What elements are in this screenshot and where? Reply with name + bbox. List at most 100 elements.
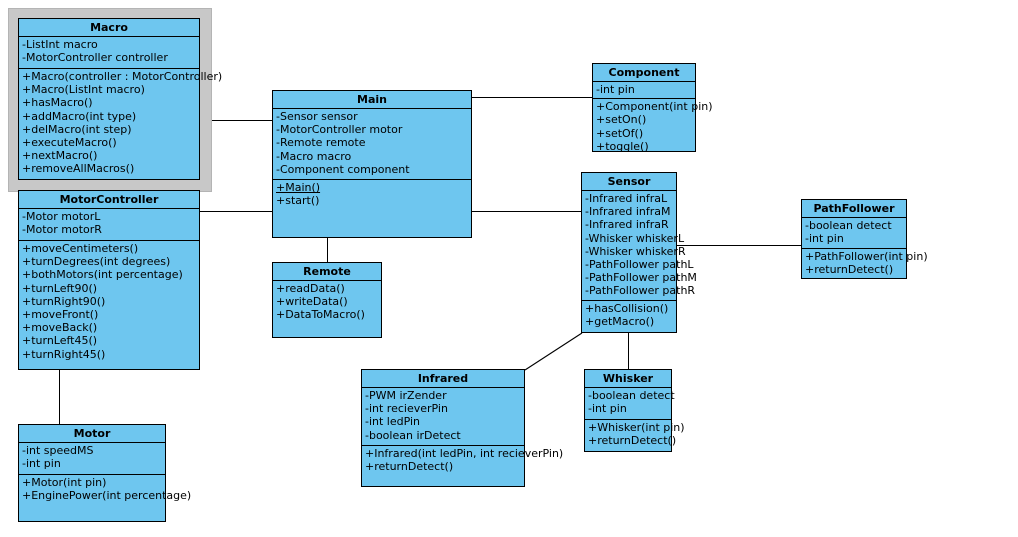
attribute-row: -Infrared infraL <box>585 192 668 205</box>
attribute-row: -Motor motorR <box>22 223 102 237</box>
class-title-macro: Macro <box>19 19 199 37</box>
operation-row: +Whisker(int pin) <box>588 421 685 434</box>
operation-row: +setOf() <box>596 126 644 140</box>
attribute-row: -Macro macro <box>276 149 352 163</box>
class-operations-infrared: +Infrared(int ledPin, int recieverPin)+r… <box>362 446 564 486</box>
operation-row: +hasMacro() <box>22 96 93 110</box>
class-box-motor[interactable]: Motor-int speedMS-int pin+Motor(int pin)… <box>18 424 192 522</box>
class-operations-macro: +Macro(controller : MotorController)+Mac… <box>19 69 223 179</box>
operation-row: +moveFront() <box>22 308 99 322</box>
attribute-row: -int pin <box>596 83 635 96</box>
class-attributes-pathfollower: -boolean detect-int pin <box>802 218 906 249</box>
attribute-row: -Sensor sensor <box>276 110 358 123</box>
attribute-row: -Infrared infraR <box>585 218 669 232</box>
operation-row: +writeData() <box>276 295 348 309</box>
operation-row: +toggle() <box>596 139 649 153</box>
attribute-row: -PathFollower pathM <box>585 271 697 285</box>
attribute-row: -Remote remote <box>276 136 366 150</box>
attribute-row: -int pin <box>22 457 61 471</box>
class-operations-motorcontroller: +moveCentimeters()+turnDegrees(int degre… <box>19 241 199 369</box>
connector-main-to-sensor[interactable] <box>472 211 581 212</box>
connector-sensor-to-whisker[interactable] <box>628 333 629 369</box>
operation-row: +Macro(controller : MotorController) <box>22 70 223 83</box>
operation-row: +removeAllMacros() <box>22 162 135 176</box>
class-title-whisker: Whisker <box>585 370 671 388</box>
class-box-main[interactable]: Main-Sensor sensor-MotorController motor… <box>272 90 472 238</box>
class-attributes-macro: -ListInt macro-MotorController controlle… <box>19 37 199 69</box>
attribute-row: -Whisker whiskerL <box>585 231 685 245</box>
operation-row: +delMacro(int step) <box>22 122 132 136</box>
attribute-row: -Component component <box>276 162 410 176</box>
operation-row: +returnDetect() <box>588 434 677 448</box>
attribute-row: -PWM irZender <box>365 389 447 402</box>
operation-row: +hasCollision() <box>585 302 669 315</box>
attribute-row: -boolean irDetect <box>365 428 461 442</box>
attribute-row: -PathFollower pathL <box>585 258 694 272</box>
attribute-row: -MotorController motor <box>276 123 403 137</box>
class-box-macro[interactable]: Macro-ListInt macro-MotorController cont… <box>18 18 223 180</box>
operation-row: +moveCentimeters() <box>22 242 139 255</box>
operation-row: +Component(int pin) <box>596 100 713 114</box>
operation-row: +executeMacro() <box>22 136 117 150</box>
operation-row: +returnDetect() <box>805 262 894 276</box>
operation-row: +start() <box>276 194 320 208</box>
class-box-motorcontroller[interactable]: MotorController-Motor motorL-Motor motor… <box>18 190 200 370</box>
operation-row: +Infrared(int ledPin, int recieverPin) <box>365 447 564 460</box>
connector-macro-to-main[interactable] <box>200 120 272 121</box>
connector-sensor-to-pathfollower[interactable] <box>677 245 801 246</box>
class-attributes-component: -int pin <box>593 82 695 100</box>
class-title-component: Component <box>593 64 695 82</box>
operation-row: +EnginePower(int percentage) <box>22 489 192 503</box>
class-attributes-motorcontroller: -Motor motorL-Motor motorR <box>19 209 199 241</box>
operation-row: +moveBack() <box>22 321 98 335</box>
class-operations-sensor: +hasCollision()+getMacro() <box>582 301 676 332</box>
class-title-remote: Remote <box>273 263 381 281</box>
operation-row: +turnRight45() <box>22 347 106 361</box>
class-operations-main: +Main()+start() <box>273 180 471 237</box>
operation-row: +Motor(int pin) <box>22 476 107 489</box>
connector-main-to-component[interactable] <box>472 97 592 98</box>
class-operations-component: +Component(int pin)+setOn()+setOf()+togg… <box>593 99 713 155</box>
class-attributes-sensor: -Infrared infraL-Infrared infraM-Infrare… <box>582 191 697 301</box>
operation-row: +bothMotors(int percentage) <box>22 268 183 282</box>
operation-row: +returnDetect() <box>365 460 454 474</box>
operation-row: +getMacro() <box>585 315 655 329</box>
class-box-pathfollower[interactable]: PathFollower-boolean detect-int pin+Path… <box>801 199 928 279</box>
class-title-sensor: Sensor <box>582 173 676 191</box>
connector-motorcontroller-to-motor[interactable] <box>59 370 60 424</box>
operation-row: +setOn() <box>596 113 647 127</box>
operation-row: +PathFollower(int pin) <box>805 249 928 263</box>
connector-sensor-to-infrared[interactable] <box>524 332 584 372</box>
class-box-whisker[interactable]: Whisker-boolean detect-int pin+Whisker(i… <box>584 369 685 452</box>
attribute-row: -ListInt macro <box>22 38 98 51</box>
attribute-row: -int pin <box>805 232 844 246</box>
class-operations-remote: +readData()+writeData()+DataToMacro() <box>273 281 381 337</box>
operation-row: +turnLeft45() <box>22 334 98 348</box>
attribute-row: -Whisker whiskerR <box>585 244 686 258</box>
attribute-row: -Motor motorL <box>22 210 101 223</box>
operation-row: +turnLeft90() <box>22 281 98 295</box>
class-title-motor: Motor <box>19 425 165 443</box>
class-operations-whisker: +Whisker(int pin)+returnDetect() <box>585 420 685 451</box>
attribute-row: -PathFollower pathR <box>585 284 696 298</box>
class-attributes-main: -Sensor sensor-MotorController motor-Rem… <box>273 109 471 180</box>
attribute-row: -boolean detect <box>588 389 675 402</box>
operation-row: +nextMacro() <box>22 149 98 163</box>
class-attributes-whisker: -boolean detect-int pin <box>585 388 675 420</box>
class-box-infrared[interactable]: Infrared-PWM irZender-int recieverPin-in… <box>361 369 564 487</box>
operation-row: +Macro(ListInt macro) <box>22 83 145 97</box>
class-box-remote[interactable]: Remote+readData()+writeData()+DataToMacr… <box>272 262 382 338</box>
connector-motorcontroller-to-main[interactable] <box>200 211 272 212</box>
class-box-sensor[interactable]: Sensor-Infrared infraL-Infrared infraM-I… <box>581 172 697 333</box>
class-title-motorcontroller: MotorController <box>19 191 199 209</box>
operation-row: +readData() <box>276 282 345 295</box>
class-box-component[interactable]: Component-int pin+Component(int pin)+set… <box>592 63 713 155</box>
attribute-row: -MotorController controller <box>22 51 168 65</box>
class-title-pathfollower: PathFollower <box>802 200 906 218</box>
operation-row: +Main() <box>276 181 321 194</box>
connector-main-to-remote[interactable] <box>327 238 328 262</box>
operation-row: +turnRight90() <box>22 294 106 308</box>
attribute-row: -int recieverPin <box>365 402 448 416</box>
operation-row: +addMacro(int type) <box>22 109 137 123</box>
class-title-main: Main <box>273 91 471 109</box>
